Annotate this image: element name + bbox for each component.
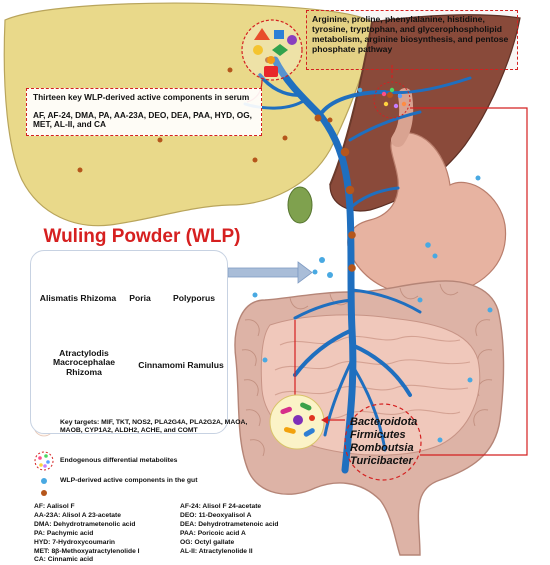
herb-label-polyporus: Polyporus [172,293,216,303]
metabolism-pathways-box: Arginine, proline, phenylalanine, histid… [306,10,518,70]
metabolite-dots [381,87,407,109]
abbr-left-item: MET: 8β-Methoxyatractylenolide I [34,547,140,555]
abbr-right-item: DEO: 11-Deoxyalisol A [180,511,252,519]
bacteria-shapes [280,402,315,437]
gallbladder [287,186,313,224]
colon-folds [241,283,493,457]
abbr-right-item: DEA: Dehydrotrametenoic acid [180,520,279,528]
abbr-left-item: AF: Aalisol F [34,503,75,510]
legend-key-targets: Key targets: MIF, TKT, NOS2, PLA2G4A, PL… [60,419,248,435]
herb-label-poria: Poria [129,293,151,303]
serum-component-dots [77,57,393,272]
esophagus [391,88,414,147]
abbr-left-item: HYD: 7-Hydroxycoumarin [34,538,116,546]
serum-components-box: Thirteen key WLP-derived active componen… [26,88,262,136]
metabolites-cluster [373,81,411,119]
portal-vein-network [243,56,472,474]
microbiota-circle [344,403,422,481]
herb-label-atractylodis: Atractylodis Macrocephalae Rhizoma [52,348,116,377]
microbiota-arrowhead [321,416,328,424]
herb-panel [30,250,228,434]
metabolites-circle-icon [34,451,54,471]
abbr-right-item: AL-II: Atractylenolide II [180,547,253,555]
abbr-left-item: DMA: Dehydrotrametenolic acid [34,520,136,528]
microbiota-name: Turicibacter [350,454,413,467]
legend-metabolites: Endogenous differential metabolites [60,457,178,464]
legend-gut-components: WLP-derived active components in the gut [60,477,198,484]
abbr-left-item: AA-23A: Alisol A 23-acetate [34,511,121,519]
microbiota-name: Firmicutes [350,428,406,441]
serum-box-title: Thirteen key WLP-derived active componen… [33,92,250,102]
liver-lobe-divider [329,21,373,186]
microbiota-name: Bacteroidota [350,416,418,428]
wlp-arrow [227,261,313,284]
microbiota-list: Bacteroidota Firmicutes Romboutsia Turic… [350,416,417,468]
wlp-title: Wuling Powder (WLP) [43,226,241,247]
abbr-left-item: CA: Cinnamic acid [34,556,94,564]
metabolism-box-text: Arginine, proline, phenylalanine, histid… [312,14,509,54]
abbr-right-item: PAA: Poricoic acid A [180,529,246,537]
blue-dot-icon [41,478,47,484]
herb-label-alismatis: Alismatis Rhizoma [39,293,117,303]
abbr-right-item: AF-24: Alisol F 24-acetate [180,503,262,510]
microbiota-name: Romboutsia [350,441,414,454]
serum-box-components: AF, AF-24, DMA, PA, AA-23A, DEO, DEA, PA… [33,109,252,130]
gut-component-dots [252,87,493,443]
brown-dot-icon [41,490,47,496]
key-target-shapes [253,28,297,77]
abbreviations-left: AF: Aalisol F AA-23A: Alisol A 23-acetat… [34,503,140,565]
abbreviations-right: AF-24: Alisol F 24-acetate DEO: 11-Deoxy… [180,503,278,556]
abbr-right-item: OG: Octyl gallate [180,538,235,546]
abbr-left-item: PA: Pachymic acid [34,529,94,537]
herb-label-cinnamomi: Cinnamomi Ramulus [138,360,224,370]
